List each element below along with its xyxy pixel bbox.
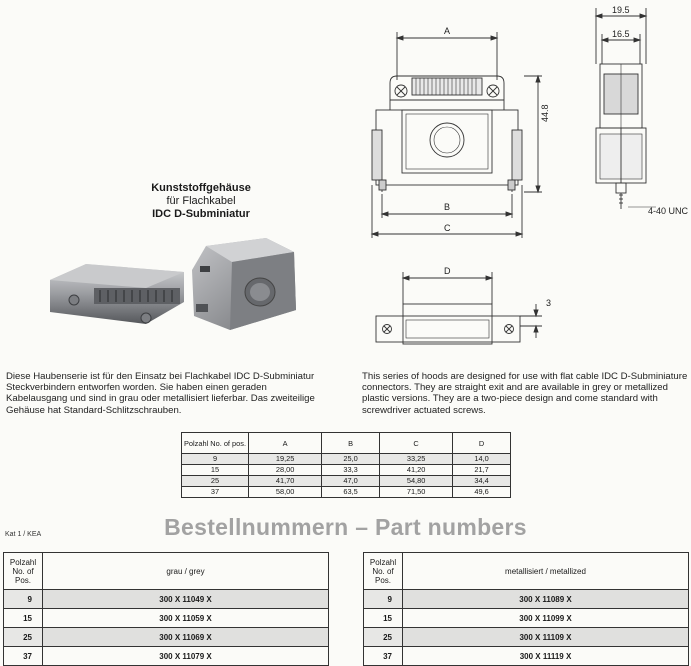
table-row: 9 19,25 25,0 33,25 14,0 [181,453,511,465]
part-header-row: Polzahl No. of Pos. metallisiert / metal… [363,552,689,590]
part-pos-cell: 15 [363,608,403,628]
part-pos-cell: 9 [363,589,403,609]
side-view-drawing: 19.5 16.5 4-40 UNC [594,5,689,216]
part-number-cell: 300 X 11079 X [42,646,329,666]
table-row: 15 28,00 33,3 41,20 21,7 [181,464,511,476]
dimensions-header-d: D [452,432,511,454]
part-numbers-heading: Bestellnummern – Part numbers [164,514,527,540]
part-number-cell: 300 X 11049 X [42,589,329,609]
product-photo-metallized [50,264,184,324]
part-number-cell: 300 X 11089 X [402,589,689,609]
dim-thread-label: 4-40 UNC [648,206,689,216]
dimensions-header-row: Polzahl No. of pos. A B C D [181,432,511,454]
table-row: 25 41,70 47,0 54,80 34,4 [181,475,511,487]
dim-cell: 58,00 [247,486,323,498]
dimensions-header-b: B [321,432,380,454]
product-title: Kunststoffgehäuse für Flachkabel IDC D-S… [128,182,274,221]
dim-16-5-label: 16.5 [612,29,630,39]
dim-cell: 49,6 [452,486,511,498]
part-pos-cell: 25 [3,627,43,647]
dim-cell: 34,4 [452,475,511,487]
dim-cell: 47,0 [321,475,380,487]
table-row: 15 300 X 11099 X [363,608,689,628]
part-number-cell: 300 X 11059 X [42,608,329,628]
part-number-cell: 300 X 11109 X [402,627,689,647]
dim-cell: 33,25 [378,453,454,465]
part-header-metallized: metallisiert / metallized [402,552,689,590]
dimensions-header-c: C [378,432,454,454]
part-pos-cell: 15 [3,608,43,628]
part-header-polzahl: Polzahl No. of Pos. [363,552,403,590]
dim-cell: 37 [181,486,249,498]
dim-height-label: 44.8 [540,104,550,122]
dim-cell: 33,3 [321,464,380,476]
dim-cell: 25 [181,475,249,487]
bottom-view-drawing: D 3 [375,266,551,345]
table-row: 37 300 X 11079 X [3,646,329,666]
dim-cell: 71,50 [378,486,454,498]
part-header-polzahl: Polzahl No. of Pos. [3,552,43,590]
part-header-row: Polzahl No. of Pos. grau / grey [3,552,329,590]
front-view-drawing: A B C 44.8 [370,26,550,238]
table-row: 9 300 X 11089 X [363,589,689,609]
title-line-2: für Flachkabel [166,195,236,207]
dim-cell: 9 [181,453,249,465]
description-english: This series of hoods are designed for us… [362,371,688,416]
dim-cell: 19,25 [247,453,323,465]
part-numbers-grey-table: Polzahl No. of Pos. grau / grey 9 300 X … [3,552,329,666]
dim-b-label: B [444,202,450,212]
dim-cell: 28,00 [247,464,323,476]
part-pos-cell: 37 [363,646,403,666]
table-row: 25 300 X 11109 X [363,627,689,647]
dimensions-header-a: A [247,432,323,454]
dim-a-label: A [444,26,450,36]
dimensions-header-polzahl: Polzahl No. of pos. [181,432,249,454]
part-number-cell: 300 X 11069 X [42,627,329,647]
part-number-cell: 300 X 11099 X [402,608,689,628]
part-pos-cell: 9 [3,589,43,609]
dim-d-label: D [444,266,451,276]
part-number-cell: 300 X 11119 X [402,646,689,666]
table-row: 37 58,00 63,5 71,50 49,6 [181,486,511,498]
part-pos-cell: 25 [363,627,403,647]
dim-cell: 41,70 [247,475,323,487]
dim-cell: 25,0 [321,453,380,465]
dim-cell: 15 [181,464,249,476]
title-line-1: Kunststoffgehäuse [151,182,251,194]
table-row: 37 300 X 11119 X [363,646,689,666]
dim-cell: 21,7 [452,464,511,476]
dim-cell: 14,0 [452,453,511,465]
dimensions-table: Polzahl No. of pos. A B C D 9 19,25 25,0… [181,432,511,498]
part-numbers-metallized-table: Polzahl No. of Pos. metallisiert / metal… [363,552,689,666]
title-line-3: IDC D-Subminiatur [152,208,250,220]
dim-19-5-label: 19.5 [612,5,630,15]
dim-3-label: 3 [546,298,551,308]
table-row: 15 300 X 11059 X [3,608,329,628]
dim-c-label: C [444,223,451,233]
product-photo-grey [192,238,296,330]
catalog-reference: Kat 1 / KEA [5,531,42,538]
dim-cell: 63,5 [321,486,380,498]
table-row: 25 300 X 11069 X [3,627,329,647]
description-german: Diese Haubenserie ist für den Einsatz be… [6,371,315,416]
part-pos-cell: 37 [3,646,43,666]
table-row: 9 300 X 11049 X [3,589,329,609]
dim-cell: 41,20 [378,464,454,476]
part-header-grey: grau / grey [42,552,329,590]
dim-cell: 54,80 [378,475,454,487]
